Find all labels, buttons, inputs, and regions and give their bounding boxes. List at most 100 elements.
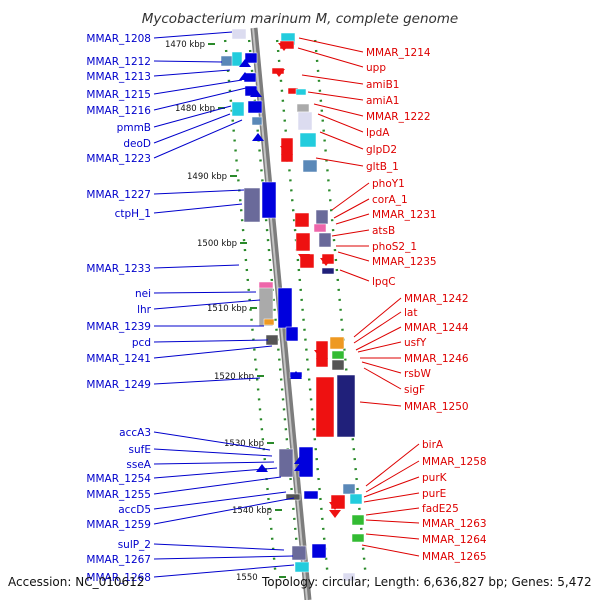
left-gene-label: nei — [135, 288, 151, 300]
right-connector — [359, 401, 402, 407]
left-connector — [153, 264, 240, 269]
right-connector — [365, 507, 420, 516]
gene-block — [302, 159, 318, 173]
right-gene-label: usfY — [404, 337, 427, 349]
right-connector — [355, 326, 402, 351]
right-gene-label: MMAR_1231 — [372, 209, 437, 221]
right-gene-label: purK — [422, 472, 448, 484]
right-gene-label: corA_1 — [372, 194, 408, 206]
right-gene-label: lat — [404, 307, 417, 319]
topology-text: Topology: circular; Length: 6,636,827 bp… — [261, 575, 592, 589]
kbp-label: 1500 kbp — [197, 239, 237, 249]
gene-block — [299, 132, 317, 148]
left-gene-label: deoD — [123, 138, 151, 150]
gene-block — [261, 181, 277, 219]
right-gene-label: sigF — [404, 384, 425, 396]
gene-arrow — [294, 463, 306, 471]
gene-block — [296, 103, 310, 113]
gene-block — [278, 448, 294, 478]
left-connector — [153, 431, 271, 451]
right-connector — [365, 519, 420, 524]
right-gene-label: MMAR_1242 — [404, 293, 469, 305]
gene-block — [342, 483, 356, 495]
gene-arrow — [281, 154, 293, 162]
gene-arrow — [298, 254, 310, 262]
right-connector — [353, 311, 402, 344]
right-gene-label: birA — [422, 439, 444, 451]
left-connector — [153, 113, 231, 144]
right-connector — [337, 251, 370, 262]
right-gene-label: lpdA — [366, 127, 390, 139]
left-gene-label: MMAR_1259 — [86, 519, 151, 531]
right-connector — [357, 341, 402, 353]
left-gene-label: MMAR_1239 — [86, 321, 151, 333]
left-gene-label: MMAR_1227 — [86, 189, 151, 201]
gene-block — [263, 318, 275, 326]
gene-block — [251, 116, 263, 126]
gene-features — [220, 28, 365, 582]
gene-arrow — [278, 43, 290, 51]
left-gene-label: pcd — [132, 337, 151, 349]
left-connectors — [153, 31, 295, 578]
gene-arrow — [290, 371, 302, 379]
right-connectors — [297, 37, 420, 557]
gene-block — [244, 52, 258, 64]
left-connector — [153, 291, 257, 294]
right-connector — [297, 47, 364, 68]
kbp-label: 1510 kbp — [207, 304, 247, 314]
right-connector — [353, 297, 402, 338]
left-gene-label: sseA — [126, 459, 151, 471]
left-gene-label: MMAR_1212 — [86, 56, 151, 68]
right-gene-label: glpD2 — [366, 144, 397, 156]
left-gene-label: MMAR_1255 — [86, 489, 151, 501]
gene-block — [277, 287, 293, 329]
left-connector — [153, 345, 273, 359]
gene-arrow — [273, 69, 285, 77]
gene-block — [285, 493, 301, 501]
left-gene-label: MMAR_1241 — [86, 353, 151, 365]
left-connector — [153, 79, 243, 95]
gene-block — [291, 545, 307, 561]
gene-block — [294, 561, 310, 573]
left-connector — [153, 543, 285, 551]
left-connector — [153, 339, 269, 343]
kbp-label: 1480 kbp — [175, 104, 215, 114]
left-gene-label: sulP_2 — [118, 539, 151, 551]
left-connector — [153, 467, 278, 479]
left-connector — [153, 461, 275, 465]
right-connector — [307, 91, 364, 101]
gene-block — [231, 28, 247, 40]
gene-block — [315, 376, 335, 438]
gene-block — [342, 572, 356, 582]
kbp-label: 1490 kbp — [187, 172, 227, 182]
right-gene-label: MMAR_1235 — [372, 256, 437, 268]
left-gene-label: lhr — [137, 304, 152, 316]
gene-block — [318, 232, 332, 248]
gene-arrow — [256, 464, 268, 472]
right-connector — [365, 460, 420, 493]
left-connector — [153, 476, 282, 495]
left-gene-labels: MMAR_1208MMAR_1212MMAR_1213MMAR_1215MMAR… — [86, 33, 151, 584]
right-gene-label: MMAR_1214 — [366, 47, 431, 59]
left-gene-label: MMAR_1267 — [86, 554, 151, 566]
gene-block — [313, 223, 327, 233]
left-connector — [153, 299, 261, 310]
left-connector — [153, 31, 233, 39]
gene-arrow — [250, 89, 262, 97]
kbp-label: 1530 kbp — [224, 439, 264, 449]
kbp-label: 1550 — [236, 573, 258, 583]
left-gene-label: MMAR_1213 — [86, 71, 151, 83]
gene-block — [351, 514, 365, 526]
right-connector — [361, 544, 420, 557]
left-gene-label: MMAR_1223 — [86, 153, 151, 165]
kbp-label: 1520 kbp — [214, 372, 254, 382]
left-gene-label: MMAR_1268 — [86, 572, 151, 584]
right-gene-label: gltB_1 — [366, 161, 399, 173]
gene-block — [247, 100, 263, 114]
right-connector — [365, 443, 420, 487]
gene-arrow — [280, 146, 292, 154]
right-connector — [313, 103, 364, 117]
right-gene-label: upp — [366, 62, 386, 74]
left-gene-label: accD5 — [118, 504, 151, 516]
right-gene-label: MMAR_1258 — [422, 456, 487, 468]
